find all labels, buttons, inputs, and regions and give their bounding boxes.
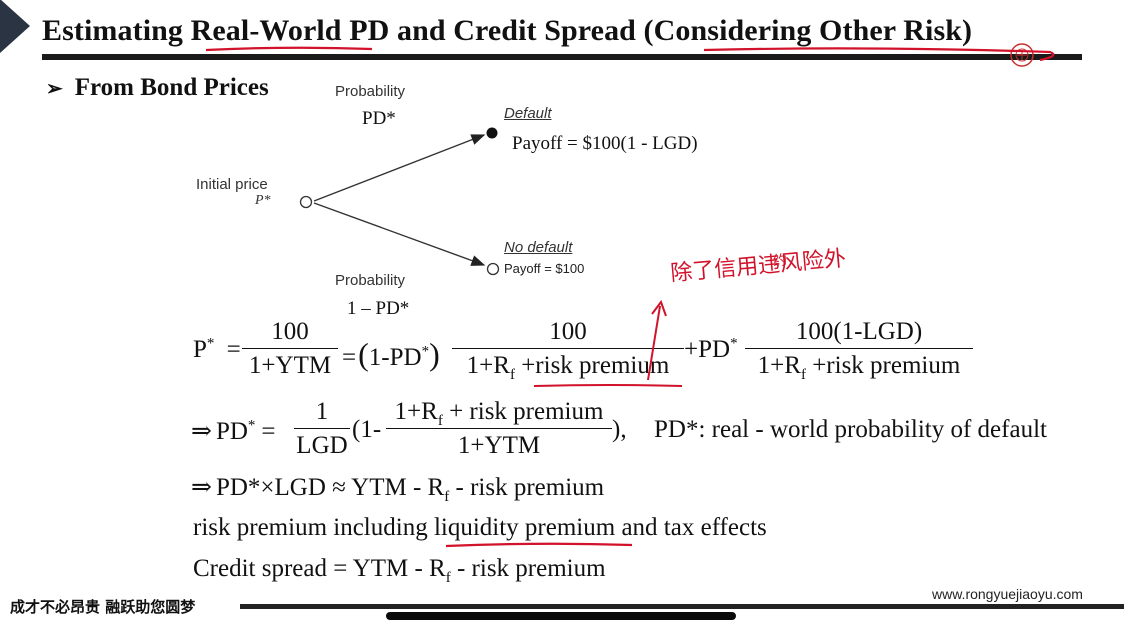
eq2-open: (1- (352, 416, 382, 443)
footer-slogan: 成才不必昂贵 融跃助您圆梦 (10, 598, 196, 616)
initial-price-label: Initial price (196, 176, 268, 193)
no-default-label: No default (504, 239, 573, 256)
slide-title: Estimating Real-World PD and Credit Spre… (42, 14, 973, 47)
eq2-close: ), (612, 416, 627, 443)
eq2-note: PD*: real - world probability of default (654, 416, 1047, 443)
credit-spread-line: Credit spread = YTM - Rf - risk premium (193, 555, 606, 586)
pd-star-top: PD* (362, 108, 396, 129)
probability-bottom-label: Probability (335, 272, 406, 289)
eq1-fraction-2: 100 1+Rf +risk premium (452, 318, 684, 383)
default-payoff: Payoff = $100(1 - LGD) (512, 133, 698, 154)
eq2-fraction-inner: 1+Rf + risk premium 1+YTM (386, 398, 612, 460)
footer-rule (240, 604, 1124, 609)
risk-premium-line: risk premium including liquidity premium… (193, 514, 767, 541)
section-heading: ➢ From Bond Prices (46, 74, 269, 102)
eq1-plus-pd: +PD* (684, 335, 738, 363)
tree-node-initial (299, 195, 313, 209)
bullet-arrow-icon: ➢ (46, 78, 63, 100)
tree-branch-default (313, 134, 486, 202)
probability-top-label: Probability (335, 83, 406, 100)
eq1-fraction-1: 100 1+YTM (242, 318, 338, 380)
eq1-middle: =(1-PD*) (342, 336, 440, 372)
eq2-fraction-outer: 1 LGD (294, 398, 350, 460)
tree-node-no-default (486, 262, 500, 276)
no-default-payoff: Payoff = $100 (504, 261, 585, 276)
liquidity-premium-text: liquidity premium (433, 514, 616, 541)
slide-corner-marker (0, 0, 30, 53)
tree-branch-no-default (313, 202, 486, 266)
tree-node-default (486, 127, 498, 139)
home-indicator-bar[interactable] (386, 612, 736, 620)
handwritten-insert: 约 (772, 252, 788, 270)
eq3-line: ⇒PD*×LGD ≈ YTM - Rf - risk premium (191, 474, 605, 505)
title-rule (42, 54, 1082, 60)
eq2-lhs: ⇒PD*= (191, 417, 276, 445)
footer-url[interactable]: www.rongyuejiaoyu.com (932, 586, 1083, 602)
eq1-fraction-3: 100(1-LGD) 1+Rf +risk premium (745, 318, 973, 383)
pd-star-bottom: 1 – PD* (347, 298, 410, 319)
eq1-lhs: P* = (193, 335, 241, 363)
section-heading-text: From Bond Prices (74, 74, 269, 101)
initial-price-symbol: P* (255, 193, 271, 208)
default-label: Default (504, 105, 552, 122)
